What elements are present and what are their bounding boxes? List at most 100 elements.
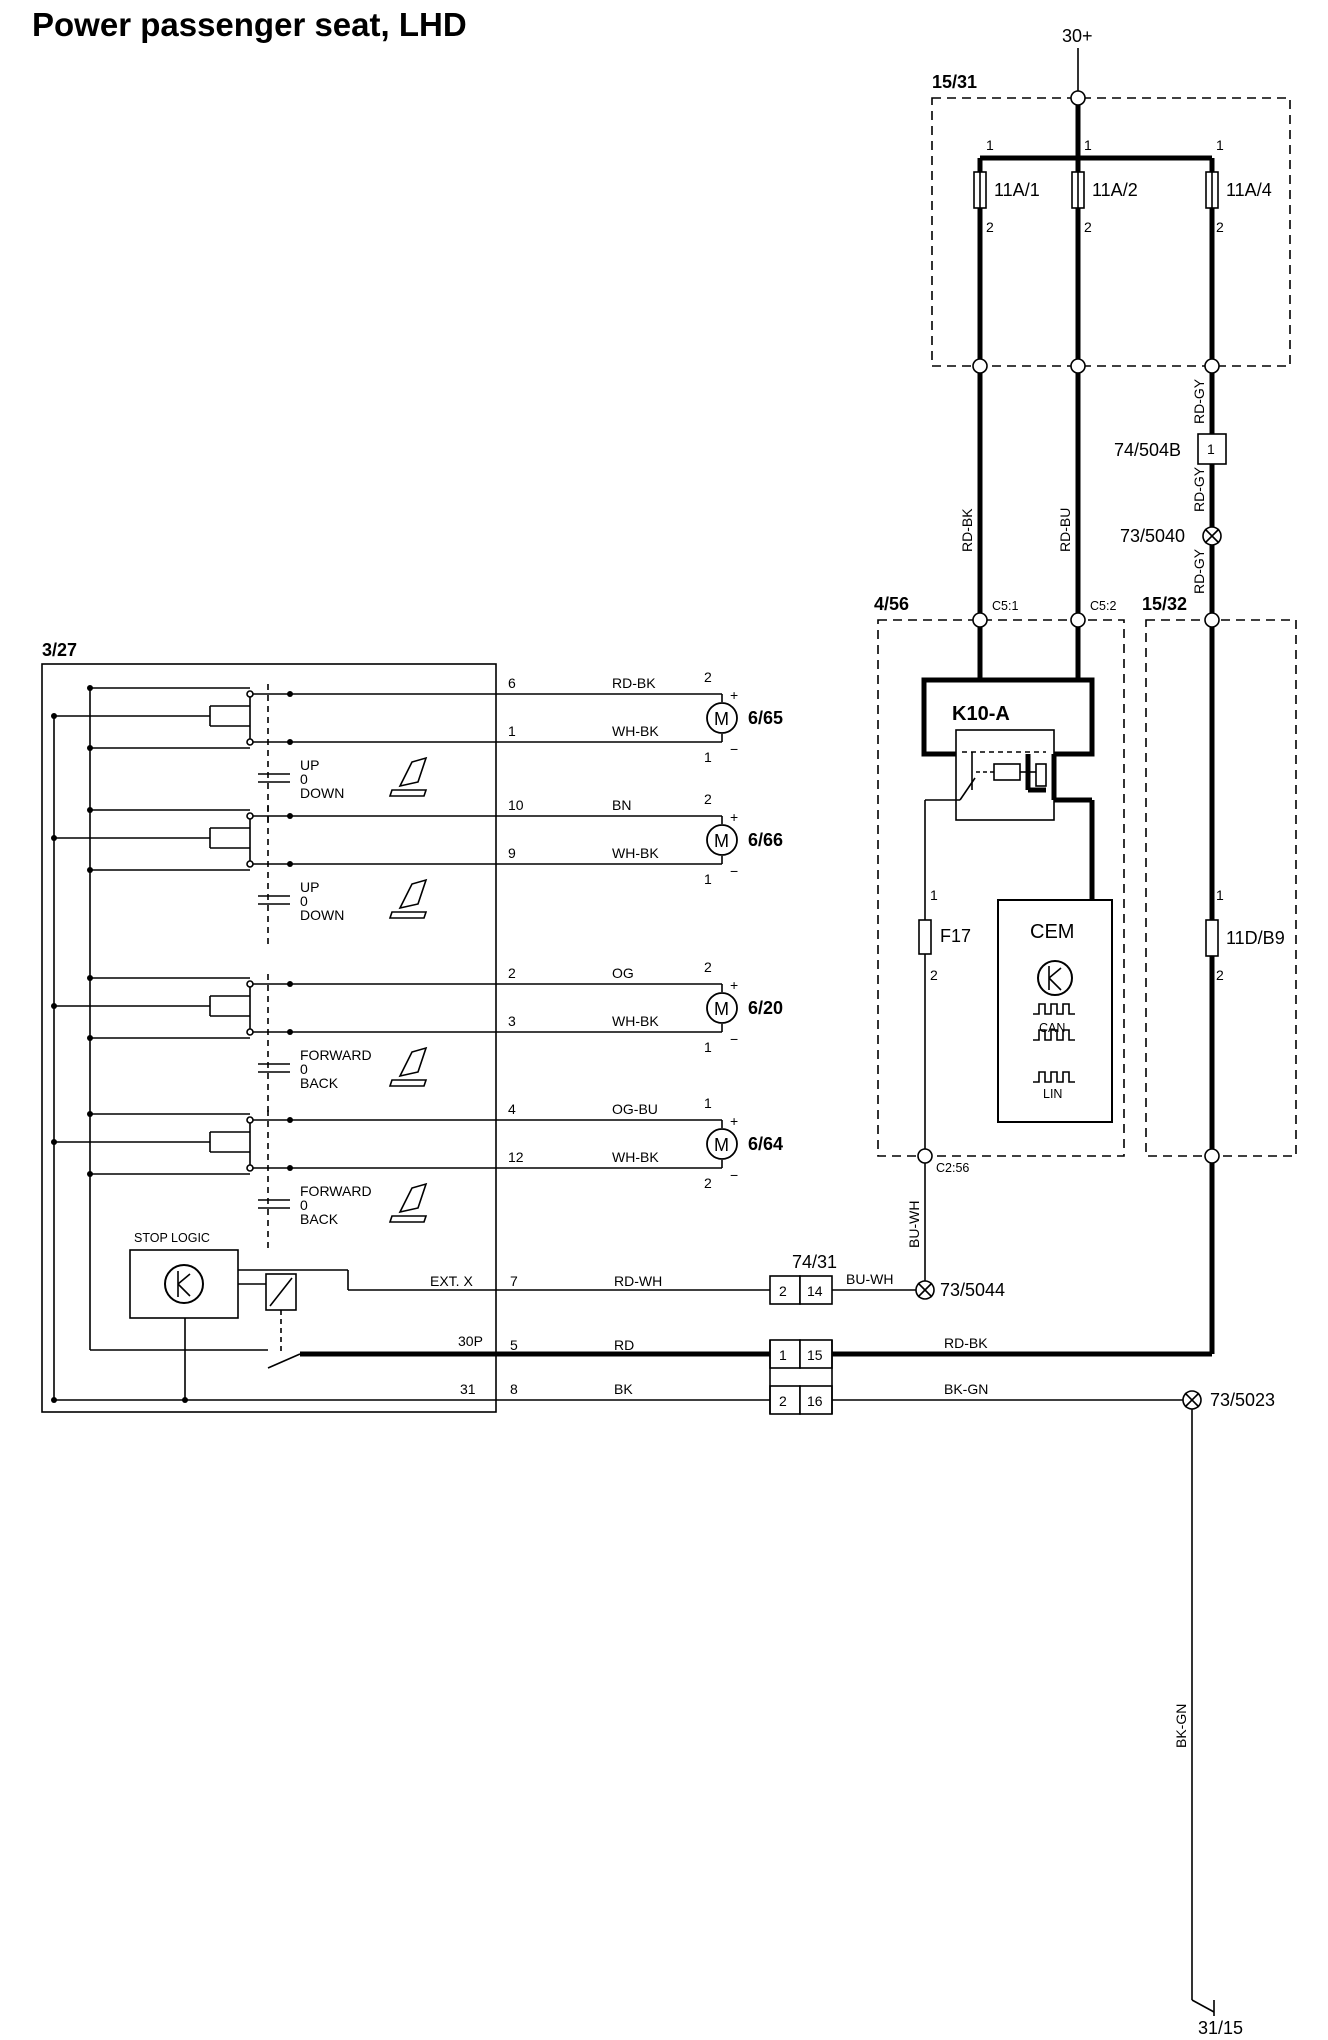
ext-x-label: EXT. X bbox=[430, 1273, 473, 1289]
fuse-11d-b9-label: 11D/B9 bbox=[1226, 928, 1285, 948]
stop-logic-label: STOP LOGIC bbox=[134, 1231, 210, 1245]
switch-group-4-pos-bottom: BACK bbox=[300, 1211, 339, 1227]
motor-wire-pin: 2 bbox=[508, 965, 516, 981]
motor-bottom-pin: 2 bbox=[704, 1175, 712, 1191]
fuse-11a-1: 1 2 11A/1 bbox=[973, 137, 1040, 366]
c5-1-node bbox=[972, 612, 988, 628]
stop-logic-processor-icon bbox=[164, 1264, 204, 1304]
c5-2-label: C5:2 bbox=[1090, 599, 1116, 613]
motor-minus: − bbox=[730, 741, 738, 757]
c7431-r1-a: 2 bbox=[779, 1283, 787, 1299]
wire-label-rd-bk-vertical: RD-BK bbox=[959, 508, 975, 552]
switch-group-4-pos-top: FORWARD bbox=[300, 1183, 372, 1199]
motor-top-pin: 2 bbox=[704, 669, 712, 685]
fuse-f17-symbol bbox=[918, 919, 932, 955]
box-15-32-outline bbox=[1145, 619, 1297, 1157]
switch-group-1-pos-top: UP bbox=[300, 757, 319, 773]
module-4-56-id: 4/56 bbox=[874, 594, 909, 614]
fuse-11a-2-label: 11A/2 bbox=[1092, 180, 1138, 200]
c2-56-node bbox=[917, 1148, 933, 1164]
motor-wire-color: WH-BK bbox=[612, 1149, 659, 1165]
motor-wire-color: WH-BK bbox=[612, 723, 659, 739]
motor-symbol bbox=[706, 992, 738, 1024]
motor-m-letter: M bbox=[714, 1135, 729, 1155]
motor-bottom-pin: 1 bbox=[704, 871, 712, 887]
wire-bk-gn-vertical-label: BK-GN bbox=[1173, 1704, 1189, 1748]
switch-group-4-pos-mid: 0 bbox=[300, 1197, 308, 1213]
connector-74-31: 2 14 1 15 2 16 bbox=[769, 1275, 833, 1415]
motor-m-letter: M bbox=[714, 831, 729, 851]
connector-74-504b-label: 74/504B bbox=[1114, 440, 1181, 460]
c5-2-node bbox=[1070, 612, 1086, 628]
fuse-f17-pin-in: 1 bbox=[930, 887, 938, 903]
power-supply: 30+ bbox=[1062, 26, 1093, 98]
seat-adjust-icon bbox=[398, 1046, 428, 1078]
motor-wire-pin: 12 bbox=[508, 1149, 524, 1165]
relay-k10-a-label: K10-A bbox=[952, 703, 1010, 725]
fuse-11d-b9-pin-out: 2 bbox=[1216, 967, 1224, 983]
wire-label-rd-gy-1: RD-GY bbox=[1191, 378, 1207, 424]
wire-label-rd-bu-vertical: RD-BU bbox=[1057, 508, 1073, 552]
motor-m-letter: M bbox=[714, 709, 729, 729]
switch-group-3-pos-bottom: BACK bbox=[300, 1075, 339, 1091]
cem-can-label: CAN bbox=[1039, 1021, 1065, 1035]
motor-minus: − bbox=[730, 1167, 738, 1183]
motor-bottom-pin: 1 bbox=[704, 749, 712, 765]
motor-symbol bbox=[706, 1128, 738, 1160]
motor-wire-color: OG-BU bbox=[612, 1101, 658, 1117]
pin-5-label: 5 bbox=[510, 1337, 518, 1353]
seat-adjust-icon bbox=[398, 1182, 428, 1214]
motor-wires: 61RD-BKWH-BKM21+−6/65109BNWH-BKM21+−6/66… bbox=[496, 669, 783, 1191]
wire-rd-wh-label: RD-WH bbox=[614, 1273, 662, 1289]
motor-m-letter: M bbox=[714, 999, 729, 1019]
motor-top-pin: 2 bbox=[704, 959, 712, 975]
fuse-box-15-31: 15/31 1 2 11A/1 1 2 11A/2 bbox=[931, 72, 1291, 374]
fuse-11a-4-label: 11A/4 bbox=[1226, 180, 1272, 200]
fuse-11d-b9-pin-in: 1 bbox=[1216, 887, 1224, 903]
motor-id-label: 6/20 bbox=[748, 998, 783, 1018]
pin-7-label: 7 bbox=[510, 1273, 518, 1289]
pin-8-label: 8 bbox=[510, 1381, 518, 1397]
box-15-32-out-node bbox=[1204, 1148, 1220, 1164]
wire-label-rd-gy-2: RD-GY bbox=[1191, 466, 1207, 512]
motor-plus: + bbox=[730, 1113, 738, 1129]
c7431-r3-b: 16 bbox=[807, 1393, 823, 1409]
can-signal-icon bbox=[1033, 1003, 1075, 1015]
motor-plus: + bbox=[730, 809, 738, 825]
lin-signal-icon bbox=[1033, 1071, 1075, 1083]
fuse-11a-2-pin-in: 1 bbox=[1084, 137, 1092, 153]
power-label: 30+ bbox=[1062, 26, 1093, 46]
seat-adjust-icon bbox=[398, 756, 428, 788]
wire-bk-label: BK bbox=[614, 1381, 633, 1397]
fuse-f17-label: F17 bbox=[940, 926, 971, 946]
motor-id-label: 6/66 bbox=[748, 830, 783, 850]
cem-module bbox=[997, 899, 1113, 1123]
connector-74-31-label: 74/31 bbox=[792, 1252, 837, 1272]
motor-id-label: 6/65 bbox=[748, 708, 783, 728]
motor-symbol bbox=[706, 824, 738, 856]
box-15-32-in-node bbox=[1204, 612, 1220, 628]
fuse-11a-4-pin-in: 1 bbox=[1216, 137, 1224, 153]
power-node bbox=[1070, 90, 1086, 106]
c7431-r2-a: 1 bbox=[779, 1347, 787, 1363]
c5-1-label: C5:1 bbox=[992, 599, 1018, 613]
c2-56-label: C2:56 bbox=[936, 1161, 969, 1175]
motor-wire-color: RD-BK bbox=[612, 675, 656, 691]
motor-wire-pin: 6 bbox=[508, 675, 516, 691]
connector-74-504b-pin: 1 bbox=[1207, 441, 1215, 457]
motor-plus: + bbox=[730, 687, 738, 703]
motor-top-pin: 2 bbox=[704, 791, 712, 807]
fuse-box-15-31-outline bbox=[931, 97, 1291, 367]
switch-3-27-outline bbox=[41, 663, 497, 1413]
module-4-56: 4/56 C5:1 C5:2 K10-A 1 2 F17 CEM bbox=[874, 594, 1125, 1175]
connector-74-504b bbox=[1197, 433, 1227, 465]
motor-wire-color: OG bbox=[612, 965, 634, 981]
fuse-f17-pin-out: 2 bbox=[930, 967, 938, 983]
supply-wires: RD-BK RD-BU RD-GY 1 74/504B RD-GY 73/504… bbox=[959, 373, 1227, 620]
